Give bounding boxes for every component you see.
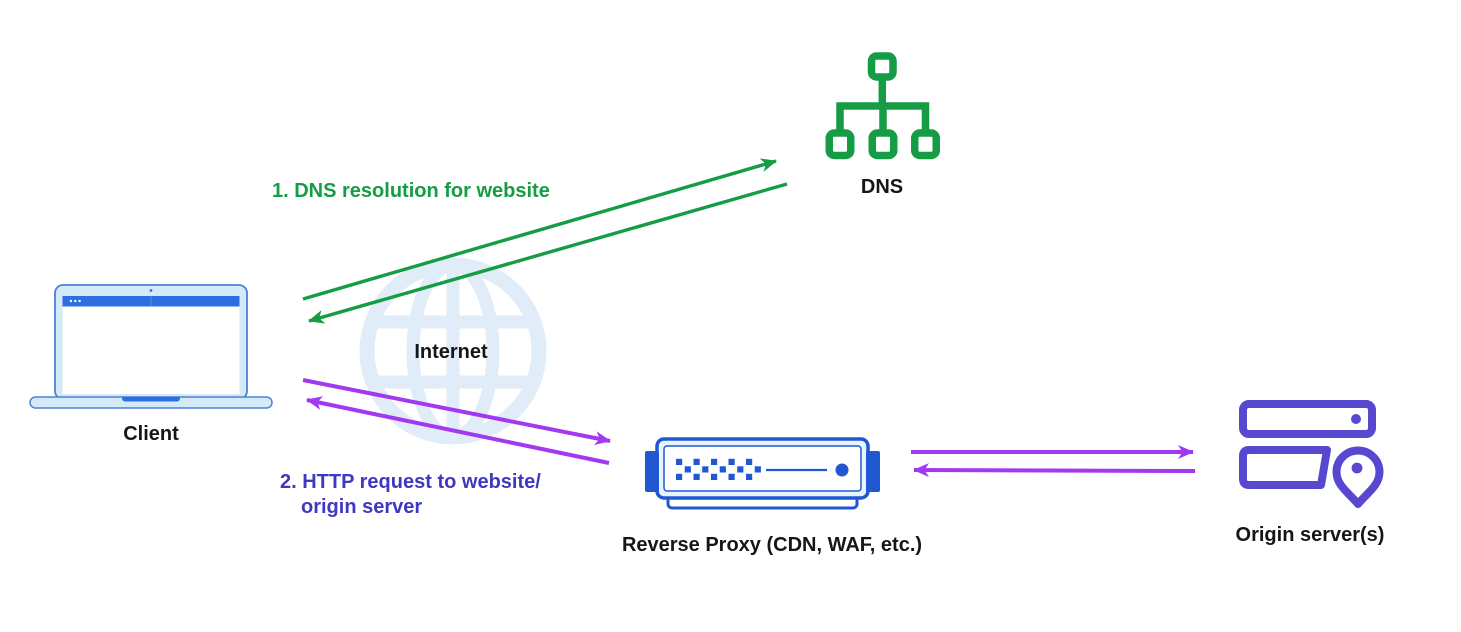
laptop-icon bbox=[29, 284, 273, 409]
step2-label-line2: origin server bbox=[301, 496, 423, 518]
step1-label: 1. DNS resolution for website bbox=[272, 180, 550, 202]
step2-label-line1: 2. HTTP request to website/ bbox=[280, 471, 541, 493]
proxy-server-icon bbox=[645, 437, 880, 510]
internet-label: Internet bbox=[414, 341, 488, 363]
globe-icon bbox=[359, 257, 547, 445]
origin-bottom-bar bbox=[1239, 446, 1331, 489]
dns-tree-icon bbox=[825, 52, 940, 160]
proxy-dots-pattern bbox=[676, 458, 761, 480]
origin-servers-icon bbox=[1239, 400, 1387, 512]
client-label: Client bbox=[123, 423, 179, 445]
location-pin-icon bbox=[1332, 446, 1384, 508]
http-request-arrows bbox=[302, 378, 611, 465]
origin-top-bar bbox=[1239, 400, 1376, 438]
dns-label: DNS bbox=[860, 176, 904, 198]
proxy-origin-arrows bbox=[911, 445, 1196, 478]
reverse-proxy-label: Reverse Proxy (CDN, WAF, etc.) bbox=[621, 534, 923, 556]
origin-servers-label: Origin server(s) bbox=[1235, 524, 1385, 546]
dns-resolution-arrows bbox=[302, 158, 788, 324]
